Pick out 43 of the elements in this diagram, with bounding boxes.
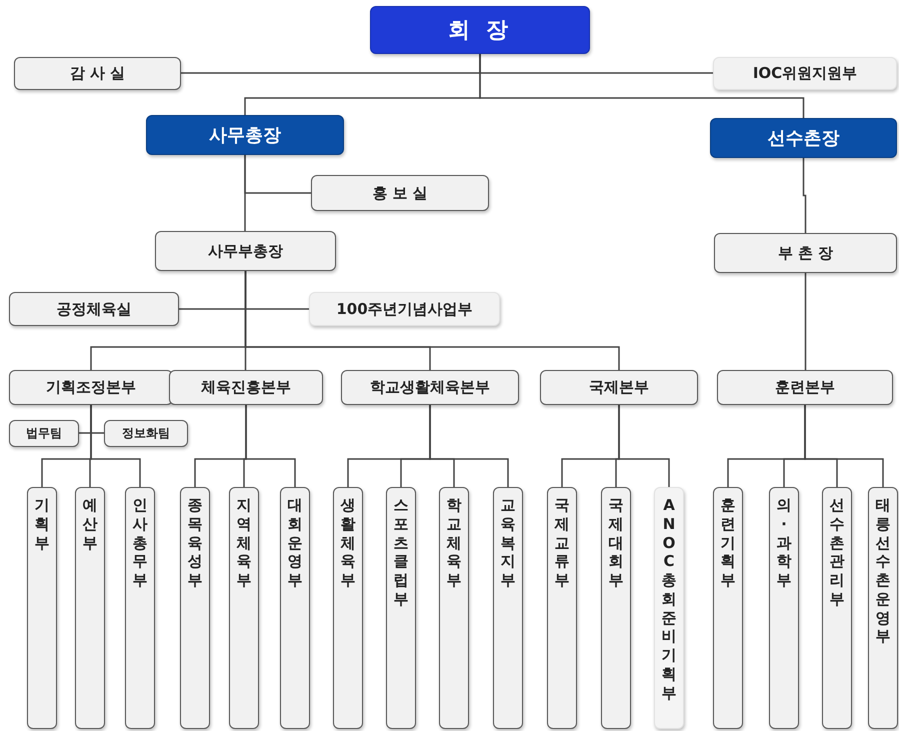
org-box: 회 장	[370, 6, 590, 54]
department-column: 훈련기획부	[713, 487, 743, 729]
department-column: 스포츠클럽부	[386, 487, 416, 729]
department-column: 인사총무부	[125, 487, 155, 729]
department-column: 예산부	[75, 487, 105, 729]
connector-line	[90, 405, 141, 487]
org-box: 100주년기념사업부	[309, 292, 500, 326]
org-box: IOC위원지원부	[713, 57, 897, 90]
org-box: 훈련본부	[717, 370, 893, 405]
department-column: 학교체육부	[439, 487, 469, 729]
org-box: 법무팀	[9, 420, 79, 447]
org-box: 감 사 실	[14, 57, 181, 90]
org-box: 선수촌장	[710, 118, 897, 158]
department-column: 선수촌관리부	[822, 487, 852, 729]
connector-line	[802, 158, 806, 233]
department-column: 의·과학부	[769, 487, 799, 729]
org-box: 기획조정본부	[9, 370, 173, 405]
org-box: 학교생활체육본부	[341, 370, 519, 405]
org-box: 홍 보 실	[311, 175, 489, 211]
org-box: 사무부총장	[155, 231, 336, 271]
connector-line	[804, 405, 884, 487]
connector-line	[618, 405, 670, 487]
department-column: 교육복지부	[493, 487, 523, 729]
connector-line	[244, 155, 246, 231]
department-column: 종목육성부	[180, 487, 210, 729]
org-box: 공정체육실	[9, 292, 179, 326]
org-box: 국제본부	[540, 370, 698, 405]
org-box: 사무총장	[146, 115, 344, 155]
connector-line	[804, 273, 806, 370]
org-box: 정보화팀	[104, 420, 188, 447]
org-box: 체육진흥본부	[169, 370, 323, 405]
department-column: 생활체육부	[333, 487, 363, 729]
department-column: 태릉선수촌운영부	[868, 487, 898, 729]
connector-line	[479, 54, 804, 118]
department-column: 지역체육부	[229, 487, 259, 729]
connector-line	[429, 405, 509, 487]
org-box: 부 촌 장	[714, 233, 897, 273]
department-column: 대회운영부	[280, 487, 310, 729]
department-column: ANOC총회준비기획부	[654, 487, 684, 729]
department-column: 국제대회부	[601, 487, 631, 729]
department-column: 기획부	[27, 487, 57, 729]
department-column: 국제교류부	[547, 487, 577, 729]
connector-line	[245, 405, 296, 487]
